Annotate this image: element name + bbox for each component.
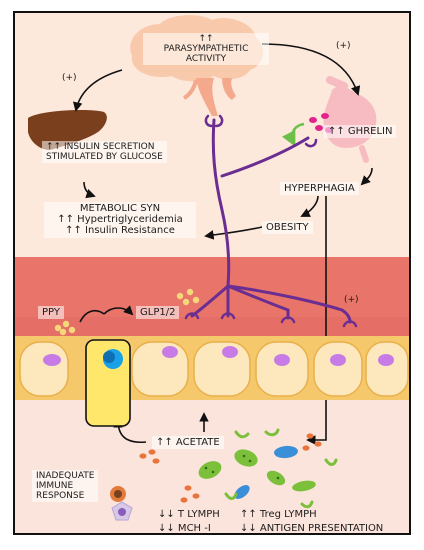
l-cell [85, 339, 131, 427]
intestinal-epithelium [14, 336, 410, 400]
immune-line-1: INADEQUATE [36, 471, 95, 481]
gut-microbiota [198, 428, 338, 509]
parasympathetic-arrows: ↑↑ [198, 34, 214, 44]
ppy-label: PPY [38, 306, 64, 320]
immune-line-3: RESPONSE [36, 491, 85, 502]
glp-granules [176, 288, 200, 306]
immune-response-label: INADEQUATE IMMUNE RESPONSE [32, 470, 99, 503]
gut-wall-background [14, 257, 410, 317]
antigen-presentation-label: ↓↓ ANTIGEN PRESENTATION [240, 523, 384, 534]
acetate-molecules [139, 433, 322, 503]
hyperphagia-label: HYPERPHAGIA [280, 182, 359, 196]
pathway-arrows [72, 43, 373, 445]
glp-label: GLP1/2 [136, 306, 180, 320]
obesity-label: OBESITY [262, 221, 313, 235]
plus-label-lower: (+) [344, 295, 359, 305]
ghrelin-label: ↑↑ GHRELIN [324, 125, 397, 139]
liver-illustration [28, 110, 107, 150]
gut-wall-lower [14, 317, 410, 337]
insulin-line-2: STIMULATED BY GLUCOSE [46, 152, 163, 163]
acetate-label: ↑↑ ACETATE [152, 436, 224, 450]
immune-line-2: IMMUNE [36, 481, 74, 492]
parasympathetic-text: PARASYMPATHETIC [163, 44, 249, 55]
insulin-line-1: ↑↑ INSULIN SECRETION [46, 142, 155, 152]
plus-label-left: (+) [62, 73, 77, 83]
vagus-nerve [184, 114, 358, 328]
metabolic-syndrome-label: METABOLIC SYN ↑↑ Hypertriglyceridemia ↑↑… [44, 202, 196, 238]
ghrelin-green-arrow [281, 122, 305, 147]
plus-label-right: (+) [336, 41, 351, 51]
treg-label: ↑↑ Treg LYMPH [240, 509, 317, 520]
parasympathetic-label: ↑↑ PARASYMPATHETIC ACTIVITY [143, 33, 269, 66]
metabolic-item-insulin-resistance: ↑↑ Insulin Resistance [65, 225, 175, 237]
diagram-frame [13, 11, 411, 535]
ppy-granules [54, 320, 76, 336]
insulin-secretion-label: ↑↑ INSULIN SECRETION STIMULATED BY GLUCO… [42, 141, 167, 164]
t-lymph-label: ↓↓ T LYMPH [158, 509, 220, 520]
metabolic-item-hypertriglyceridemia: ↑↑ Hypertriglyceridemia [57, 214, 183, 226]
parasympathetic-activity: ACTIVITY [185, 54, 227, 65]
immune-cells [110, 486, 133, 521]
metabolic-title: METABOLIC SYN [79, 203, 161, 214]
mch-label: ↓↓ MCH -I [158, 523, 211, 534]
